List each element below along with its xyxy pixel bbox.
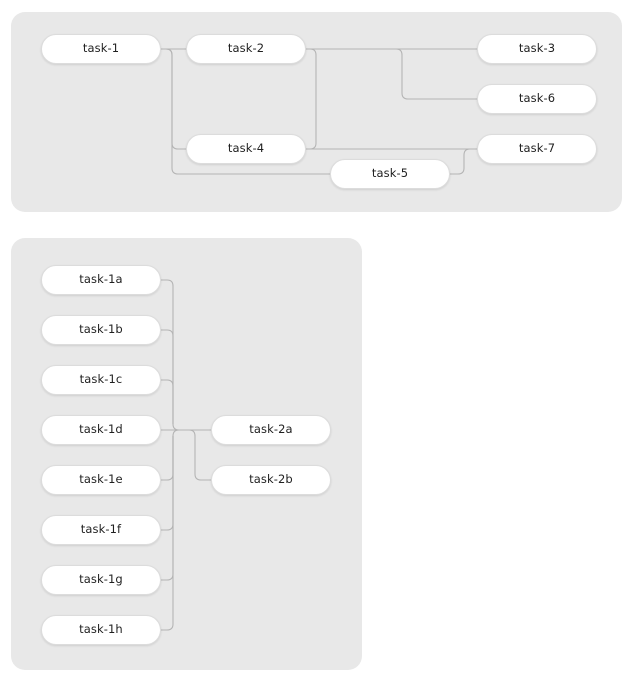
lower-graph-panel bbox=[11, 238, 362, 670]
task-node-task-5[interactable]: task-5 bbox=[330, 159, 450, 189]
task-node-task-6[interactable]: task-6 bbox=[477, 84, 597, 114]
task-node-label: task-3 bbox=[518, 41, 556, 56]
task-node-task-1e[interactable]: task-1e bbox=[41, 465, 161, 495]
task-node-task-4[interactable]: task-4 bbox=[186, 134, 306, 164]
task-node-label: task-1d bbox=[79, 422, 123, 437]
task-node-label: task-1f bbox=[80, 522, 122, 537]
task-node-task-1d[interactable]: task-1d bbox=[41, 415, 161, 445]
task-node-task-2b[interactable]: task-2b bbox=[211, 465, 331, 495]
task-node-label: task-5 bbox=[371, 166, 409, 181]
task-node-label: task-6 bbox=[518, 91, 556, 106]
task-node-label: task-4 bbox=[227, 141, 265, 156]
task-node-label: task-1a bbox=[79, 272, 123, 287]
task-node-task-1[interactable]: task-1 bbox=[41, 34, 161, 64]
task-node-label: task-1e bbox=[79, 472, 123, 487]
task-node-task-1g[interactable]: task-1g bbox=[41, 565, 161, 595]
task-node-label: task-7 bbox=[518, 141, 556, 156]
task-node-task-3[interactable]: task-3 bbox=[477, 34, 597, 64]
task-node-task-7[interactable]: task-7 bbox=[477, 134, 597, 164]
task-node-task-2a[interactable]: task-2a bbox=[211, 415, 331, 445]
task-node-label: task-2 bbox=[227, 41, 265, 56]
task-node-label: task-1c bbox=[79, 372, 123, 387]
task-node-task-1a[interactable]: task-1a bbox=[41, 265, 161, 295]
task-node-label: task-2a bbox=[249, 422, 293, 437]
task-node-task-1h[interactable]: task-1h bbox=[41, 615, 161, 645]
task-node-task-1c[interactable]: task-1c bbox=[41, 365, 161, 395]
task-node-label: task-2b bbox=[249, 472, 293, 487]
task-node-task-2[interactable]: task-2 bbox=[186, 34, 306, 64]
task-node-label: task-1g bbox=[79, 572, 123, 587]
task-node-label: task-1h bbox=[79, 622, 123, 637]
task-node-label: task-1b bbox=[79, 322, 123, 337]
task-node-task-1b[interactable]: task-1b bbox=[41, 315, 161, 345]
task-node-task-1f[interactable]: task-1f bbox=[41, 515, 161, 545]
task-node-label: task-1 bbox=[82, 41, 120, 56]
